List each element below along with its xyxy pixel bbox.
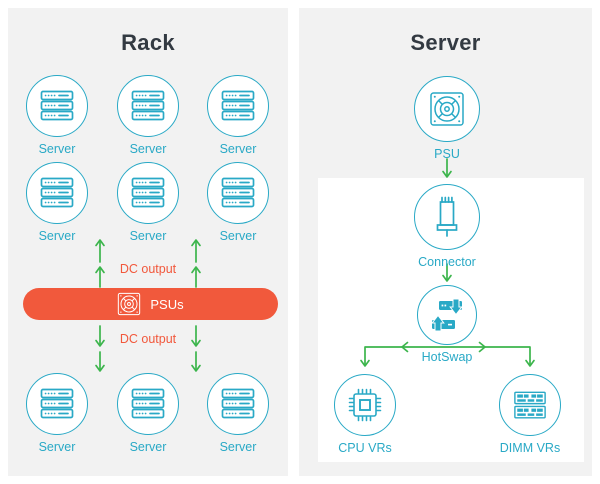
server-label: Server (219, 229, 257, 243)
server-circle (26, 373, 88, 435)
server-label: Server (129, 440, 167, 454)
connector-label: Connector (418, 255, 476, 269)
server-label: Server (38, 440, 76, 454)
server-circle (207, 162, 269, 224)
rack-server-node: Server (193, 75, 283, 156)
cpu-vrs-circle (334, 374, 396, 436)
rack-server-node: Server (12, 373, 102, 454)
server-label: Server (38, 229, 76, 243)
server-stack-icon (40, 90, 74, 121)
rack-title: Rack (121, 30, 175, 55)
server-title: Server (410, 30, 481, 55)
psu-circle (414, 76, 480, 142)
rack-server-node: Server (103, 373, 193, 454)
server-label: Server (129, 142, 167, 156)
psus-bar: PSUs (23, 288, 278, 320)
server-circle (207, 373, 269, 435)
cpu-chip-icon (348, 388, 382, 422)
server-label: Server (219, 440, 257, 454)
cpu-vrs-label: CPU VRs (338, 441, 392, 455)
connector-node: Connector (402, 184, 492, 269)
psu-node: PSU (402, 76, 492, 161)
server-circle (117, 373, 179, 435)
server-stack-icon (221, 177, 255, 208)
server-stack-icon (40, 177, 74, 208)
server-circle (207, 75, 269, 137)
server-label: Server (129, 229, 167, 243)
psu-label: PSU (434, 147, 460, 161)
rack-server-node: Server (12, 162, 102, 243)
server-stack-icon (221, 388, 255, 419)
psu-fan-icon (430, 92, 464, 126)
dc-output-label-bottom: DC output (119, 332, 177, 346)
rack-server-node: Server (103, 162, 193, 243)
server-label: Server (219, 142, 257, 156)
power-connector-icon (436, 196, 458, 237)
rack-server-node: Server (103, 75, 193, 156)
server-circle (26, 75, 88, 137)
dimm-memory-icon (514, 391, 546, 418)
server-circle (117, 75, 179, 137)
server-stack-icon (131, 388, 165, 419)
rack-server-node: Server (193, 373, 283, 454)
dimm-vrs-node: DIMM VRs (485, 374, 575, 455)
hotswap-label: HotSwap (421, 350, 473, 364)
hotswap-circle (417, 285, 477, 345)
server-stack-icon (40, 388, 74, 419)
server-stack-icon (131, 177, 165, 208)
server-circle (117, 162, 179, 224)
hotswap-arrows-icon (431, 298, 463, 332)
server-label: Server (38, 142, 76, 156)
hotswap-node: HotSwap (402, 285, 492, 364)
psus-label: PSUs (150, 296, 184, 312)
psu-fan-icon (118, 292, 141, 316)
connector-circle (414, 184, 480, 250)
dc-output-label-top: DC output (119, 262, 177, 276)
rack-server-node: Server (12, 75, 102, 156)
server-stack-icon (221, 90, 255, 121)
dimm-vrs-circle (499, 374, 561, 436)
dimm-vrs-label: DIMM VRs (499, 441, 561, 455)
server-circle (26, 162, 88, 224)
cpu-vrs-node: CPU VRs (320, 374, 410, 455)
server-stack-icon (131, 90, 165, 121)
rack-server-node: Server (193, 162, 283, 243)
